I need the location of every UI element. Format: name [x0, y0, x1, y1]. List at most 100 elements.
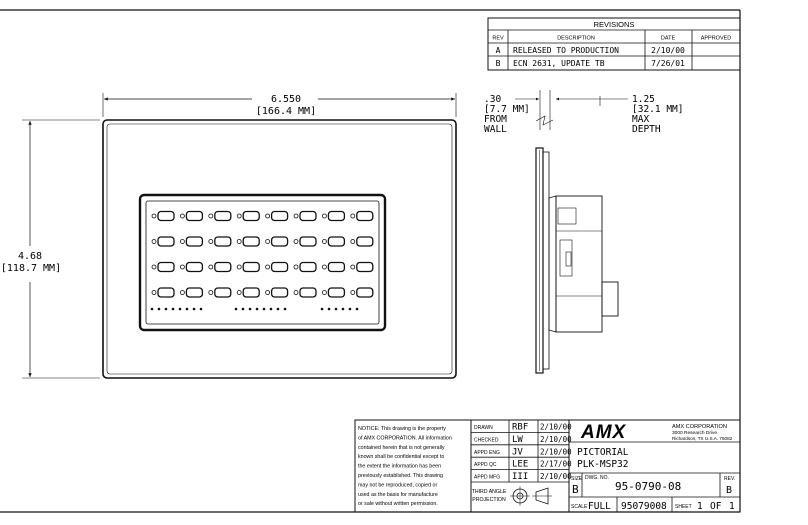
keypad-button — [321, 236, 346, 247]
button-cap — [327, 210, 346, 222]
signoff-date: 2/10/00 — [540, 435, 572, 444]
led-dot — [199, 307, 203, 311]
button-led — [236, 264, 242, 270]
button-cap — [270, 210, 289, 222]
button-cap — [157, 210, 175, 222]
projection-label-2: PROJECTION — [472, 497, 506, 503]
button-cap — [356, 261, 374, 273]
keypad-button — [208, 261, 232, 273]
led-dot — [262, 307, 266, 311]
button-led — [321, 264, 327, 270]
title-box — [568, 419, 741, 513]
button-led — [321, 239, 327, 244]
keypad-button — [293, 261, 317, 273]
signoff-date: 2/10/00 — [540, 423, 572, 432]
button-led — [350, 239, 356, 244]
button-led — [151, 213, 157, 219]
rev-value: B — [726, 485, 732, 496]
keypad-button — [151, 261, 175, 273]
sheet-value: 1 — [697, 501, 703, 512]
button-led — [208, 239, 214, 244]
led-dot — [334, 307, 338, 311]
notice-line: contained herein that is not generally — [358, 445, 445, 451]
button-led — [236, 290, 242, 295]
button-led — [293, 264, 299, 270]
rev-a: A — [496, 46, 501, 55]
signoff-date: 2/10/00 — [540, 447, 572, 456]
width-dimension: 6.550 — [271, 94, 301, 105]
led-dot — [234, 307, 238, 311]
button-led — [179, 264, 185, 270]
approved-header: APPROVED — [701, 36, 732, 42]
notice-line: of AMX CORPORATION. All information — [358, 435, 452, 441]
button-led — [179, 290, 185, 295]
third-angle-projection-icon — [510, 486, 552, 506]
keypad-button — [350, 261, 374, 273]
notice-line: or sale without written permission. — [358, 501, 438, 507]
keypad-button — [179, 210, 204, 222]
button-led — [321, 290, 327, 295]
button-led — [151, 290, 157, 295]
led-dot — [355, 307, 359, 311]
button-cap — [356, 210, 374, 222]
keypad-button — [293, 236, 317, 247]
button-cap — [157, 261, 175, 273]
keypad-button — [179, 261, 204, 273]
body-detail-top — [557, 207, 577, 225]
led-dot — [283, 307, 287, 311]
wall-label-line-2: [7.7 MM] — [484, 104, 530, 115]
amx-logo: AMX — [580, 422, 627, 443]
button-led — [265, 264, 271, 270]
date-header: DATE — [661, 36, 676, 42]
body-housing — [555, 195, 603, 333]
rev-b: B — [496, 59, 501, 68]
notice-line: may not be reproduced, copied or — [358, 482, 437, 488]
signoff-initials: III — [512, 472, 528, 482]
scale-label: SCALE — [571, 504, 588, 510]
button-led — [350, 213, 356, 219]
revisions-table: REVISIONS REV DESCRIPTION DATE APPROVED … — [487, 17, 741, 71]
drawing-title-2: PLK-MSP32 — [577, 459, 628, 470]
company-name: AMX CORPORATION — [672, 424, 727, 430]
button-cap — [356, 287, 374, 298]
led-dot — [157, 307, 161, 311]
button-cap — [270, 287, 289, 298]
button-led — [151, 239, 157, 244]
button-led — [208, 264, 214, 270]
keypad-button — [236, 236, 260, 247]
signoff-role: CHECKED — [474, 437, 499, 443]
button-led — [265, 239, 271, 244]
button-cap — [214, 287, 232, 298]
signoff-initials: JV — [512, 447, 523, 457]
button-cap — [270, 236, 289, 247]
faceplate-lip — [542, 151, 550, 370]
button-led — [236, 239, 242, 244]
keypad-button — [321, 261, 346, 273]
led-dot — [178, 307, 182, 311]
button-led — [179, 239, 185, 244]
led-dot — [327, 307, 331, 311]
button-cap — [185, 236, 204, 247]
led-dot — [241, 307, 245, 311]
rear-connector — [601, 281, 619, 317]
button-led — [293, 290, 299, 295]
button-cap — [299, 261, 317, 273]
button-cap — [299, 287, 317, 298]
faceplate-inner-edge — [106, 123, 453, 375]
keypad-button — [151, 236, 175, 247]
button-cap — [185, 261, 204, 273]
keypad-button — [293, 287, 317, 298]
led-dot — [341, 307, 345, 311]
faceplate-outline — [102, 119, 457, 379]
rev-b-description: ECN 2631, UPDATE TB — [513, 59, 605, 68]
signoff-date: 2/10/00 — [540, 472, 572, 481]
body-detail-clip — [565, 251, 572, 267]
break-mark — [535, 115, 554, 126]
wall-label-line-4: WALL — [484, 124, 507, 135]
keypad-button — [208, 287, 232, 298]
button-led — [350, 264, 356, 270]
scale-value: FULL — [588, 501, 611, 512]
button-led — [350, 290, 356, 295]
signoff-role: DRAWN — [474, 425, 493, 431]
depth-label-line-3: MAX — [632, 114, 649, 125]
